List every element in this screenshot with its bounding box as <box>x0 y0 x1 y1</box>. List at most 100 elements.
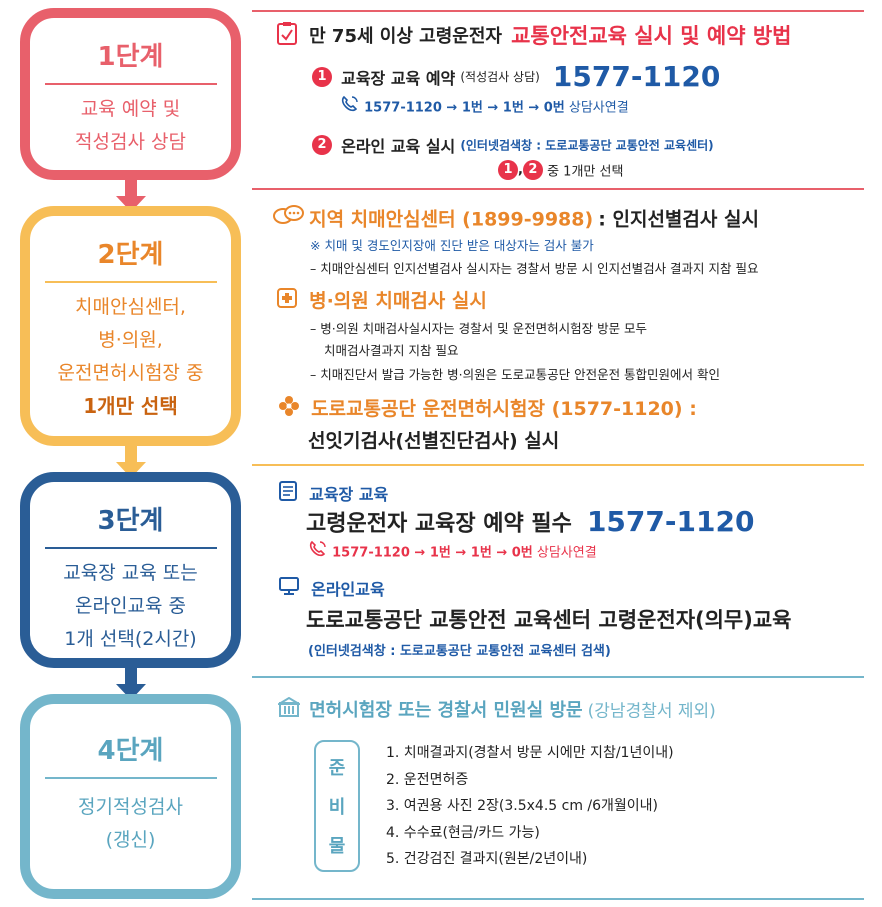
section3-venue-label-row: 교육장 교육 <box>278 480 388 506</box>
step-4-desc-line: (갱신) <box>105 829 156 851</box>
arrow-3-4-stem <box>125 666 137 688</box>
prep-list-item: 3. 여권용 사진 2장(3.5x4.5 cm /6개월이내) <box>386 798 659 814</box>
section1-heading-black: 만 75세 이상 고령운전자 <box>309 26 502 47</box>
section2-center: 지역 치매안심센터 (1899-9988) : 인지선별검사 실시 <box>272 204 759 232</box>
step-2-title: 2단계 <box>97 240 164 270</box>
hospital-note1a: – 병·의원 치매검사실시자는 경찰서 및 운전면허시험장 방문 모두 <box>310 321 648 336</box>
center-note: – 치매안심센터 인지선별검사 실시자는 경찰서 방문 시 인지선별검사 결과지… <box>310 261 759 276</box>
venue-label: 교육장 교육 <box>309 485 389 504</box>
step-4-rule <box>44 777 217 779</box>
section1-route: 1577-1120 → 1번 → 1번 → 0번 상담사연결 <box>340 95 629 117</box>
step-4-desc: 정기적성검사 (갱신) <box>78 791 183 857</box>
section3-route: 1577-1120 → 1번 → 1번 → 0번 상담사연결 <box>308 540 597 562</box>
item2-note: (인터넷검색창 : 도로교통공단 교통안전 교육센터) <box>460 138 714 153</box>
online-label: 온라인교육 <box>311 580 385 599</box>
section1-choose: 1,2 중 1개만 선택 <box>498 160 623 180</box>
step-3-desc-line: 1개 선택(2시간) <box>64 628 197 650</box>
phone-icon <box>340 95 360 117</box>
step-3-desc: 교육장 교육 또는 온라인교육 중 1개 선택(2시간) <box>63 557 197 656</box>
section1-heading-red: 교통안전교육 실시 및 예약 방법 <box>511 24 792 48</box>
online-main: 도로교통공단 교통안전 교육센터 고령운전자(의무)교육 <box>306 608 792 632</box>
step-4-box: 4단계 정기적성검사 (갱신) <box>20 694 241 899</box>
section4-heading-note: (강남경찰서 제외) <box>587 701 716 722</box>
prep-list-item: 4. 수수료(현금/카드 가능) <box>386 824 540 841</box>
prep-list-item: 2. 운전면허증 <box>386 771 469 788</box>
step-1-title: 1단계 <box>97 42 164 72</box>
prep-list-item: 5. 건강검진 결과지(원본/2년이내) <box>386 851 588 867</box>
prep-list: 1. 치매결과지(경찰서 방문 시에만 지참/1년이내) 2. 운전면허증 3.… <box>386 740 674 873</box>
checklist-icon <box>276 21 298 49</box>
step-1-desc: 교육 예약 및 적성검사 상담 <box>75 93 186 159</box>
monitor-icon <box>278 576 300 600</box>
item1-route-tail: 상담사연결 <box>568 100 629 116</box>
document-icon <box>278 480 298 506</box>
step-3-desc-line: 온라인교육 중 <box>75 595 186 617</box>
number-badge-1: 1 <box>312 66 332 87</box>
prep-list-item: 1. 치매결과지(경찰서 방문 시에만 지참/1년이내) <box>386 745 674 761</box>
hospital-note1b: 치매검사결과지 지참 필요 <box>324 343 459 358</box>
section1-heading: 만 75세 이상 고령운전자 교통안전교육 실시 및 예약 방법 <box>276 20 791 50</box>
step-3-box: 3단계 교육장 교육 또는 온라인교육 중 1개 선택(2시간) <box>20 472 241 668</box>
hospital-cross-icon <box>276 287 298 313</box>
step-2-rule <box>44 281 217 283</box>
item1-phone: 1577-1120 <box>552 60 721 93</box>
section4-heading-row: 면허시험장 또는 경찰서 민원실 방문 (강남경찰서 제외) <box>275 696 716 722</box>
section3-online-label-row: 온라인교육 <box>278 576 385 600</box>
step-1-desc-line: 교육 예약 및 <box>80 98 181 120</box>
phone-icon <box>308 540 328 562</box>
venue-main: 고령운전자 교육장 예약 필수 <box>306 511 572 537</box>
center-suffix: : 인지선별검사 실시 <box>598 208 759 231</box>
speech-bubbles-icon <box>272 204 304 232</box>
separator <box>252 464 864 466</box>
center-title: 지역 치매안심센터 (1899-9988) <box>309 208 594 231</box>
separator <box>252 10 864 12</box>
venue-phone: 1577-1120 <box>586 505 755 538</box>
step-3-title: 3단계 <box>97 506 164 536</box>
item2-label: 온라인 교육 실시 <box>341 137 456 156</box>
agency-title: 도로교통공단 운전면허시험장 (1577-1120) : <box>311 398 697 420</box>
step-1-rule <box>44 83 217 85</box>
item1-label: 교육장 교육 예약 <box>341 68 456 88</box>
step-2-desc-line: 병·의원, <box>98 329 163 351</box>
separator <box>252 188 864 190</box>
number-badge-2: 2 <box>312 135 332 155</box>
prep-label-char: 물 <box>328 835 346 857</box>
item1-note: (적성검사 상담) <box>460 70 540 84</box>
online-note: (인터넷검색창 : 도로교통공단 교통안전 교육센터 검색) <box>308 644 611 659</box>
prep-label-box: 준 비 물 <box>314 740 360 872</box>
venue-route-tail: 상담사연결 <box>536 545 597 561</box>
flower-icon <box>278 395 300 421</box>
step-4-desc-line: 정기적성검사 <box>78 796 183 818</box>
prep-label-char: 준 <box>328 758 346 780</box>
choose-text: 중 1개만 선택 <box>547 164 624 180</box>
section3-venue-main-row: 고령운전자 교육장 예약 필수 1577-1120 <box>306 505 754 538</box>
separator <box>252 676 864 678</box>
section1-item1: 1 교육장 교육 예약 (적성검사 상담) 1577-1120 <box>312 60 720 93</box>
hospital-note2: – 치매진단서 발급 가능한 병·의원은 도로교통공단 안전운전 통합민원에서 … <box>310 367 721 382</box>
step-3-rule <box>44 547 217 549</box>
section1-item2: 2 온라인 교육 실시 (인터넷검색창 : 도로교통공단 교통안전 교육센터) <box>312 133 714 157</box>
center-warning: ※ 치매 및 경도인지장애 진단 받은 대상자는 검사 불가 <box>310 238 594 253</box>
agency-line2: 선잇기검사(선별진단검사) 실시 <box>308 430 560 452</box>
arrow-2-3-stem <box>125 444 137 466</box>
hospital-title: 병·의원 치매검사 실시 <box>309 290 487 312</box>
building-icon <box>275 696 303 721</box>
step-2-desc-strong: 1개만 선택 <box>83 394 178 418</box>
step-1-desc-line: 적성검사 상담 <box>75 131 186 153</box>
number-badge-1: 1 <box>498 160 518 180</box>
section2-hospital: 병·의원 치매검사 실시 <box>276 286 487 313</box>
step-2-box: 2단계 치매안심센터, 병·의원, 운전면허시험장 중 1개만 선택 <box>20 206 241 446</box>
number-badge-2: 2 <box>522 160 543 180</box>
step-2-desc: 치매안심센터, 병·의원, 운전면허시험장 중 1개만 선택 <box>58 291 204 422</box>
step-3-desc-line: 교육장 교육 또는 <box>63 562 198 584</box>
step-4-title: 4단계 <box>97 736 164 766</box>
separator <box>252 898 864 900</box>
section2-agency: 도로교통공단 운전면허시험장 (1577-1120) : <box>278 394 697 421</box>
step-2-desc-line: 치매안심센터, <box>75 296 186 318</box>
section4-heading: 면허시험장 또는 경찰서 민원실 방문 <box>309 700 583 721</box>
arrow-1-2-stem <box>125 178 137 200</box>
venue-route: 1577-1120 → 1번 → 1번 → 0번 <box>332 545 533 561</box>
item1-route: 1577-1120 → 1번 → 1번 → 0번 <box>364 100 565 116</box>
step-2-desc-line: 운전면허시험장 중 <box>57 362 204 384</box>
step-1-box: 1단계 교육 예약 및 적성검사 상담 <box>20 8 241 180</box>
